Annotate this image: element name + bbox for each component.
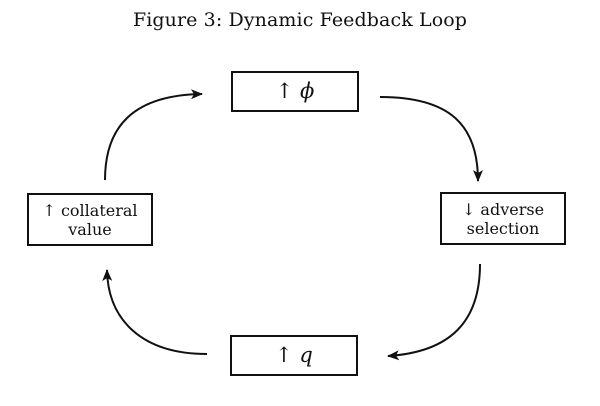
node-adverse-selection-line1: ↓ adverse: [461, 199, 545, 219]
node-adverse-selection: ↓ adverse selection: [440, 192, 566, 245]
q-symbol: q: [299, 343, 313, 367]
node-collateral-value-line1: ↑ collateral: [42, 200, 138, 220]
node-collateral-value-line2: value: [68, 219, 112, 239]
node-q-label: ↑ q: [275, 343, 313, 367]
node-q: ↑ q: [230, 335, 358, 376]
node-adverse-selection-line2: selection: [466, 218, 540, 238]
node-collateral-value: ↑ collateral value: [27, 193, 153, 246]
arrow-top-to-right: [379, 96, 483, 182]
node-phi-label: ↑ ϕ: [275, 79, 315, 103]
arrow-left-to-top: [104, 89, 203, 181]
up-arrow-icon: ↑: [275, 79, 294, 103]
arrow-bottom-to-left: [102, 269, 208, 355]
up-arrow-icon: ↑: [275, 343, 293, 367]
arrow-right-to-bottom: [387, 263, 481, 361]
figure-title: Figure 3: Dynamic Feedback Loop: [132, 9, 468, 31]
phi-symbol: ϕ: [299, 79, 315, 103]
node-phi: ↑ ϕ: [231, 71, 359, 112]
